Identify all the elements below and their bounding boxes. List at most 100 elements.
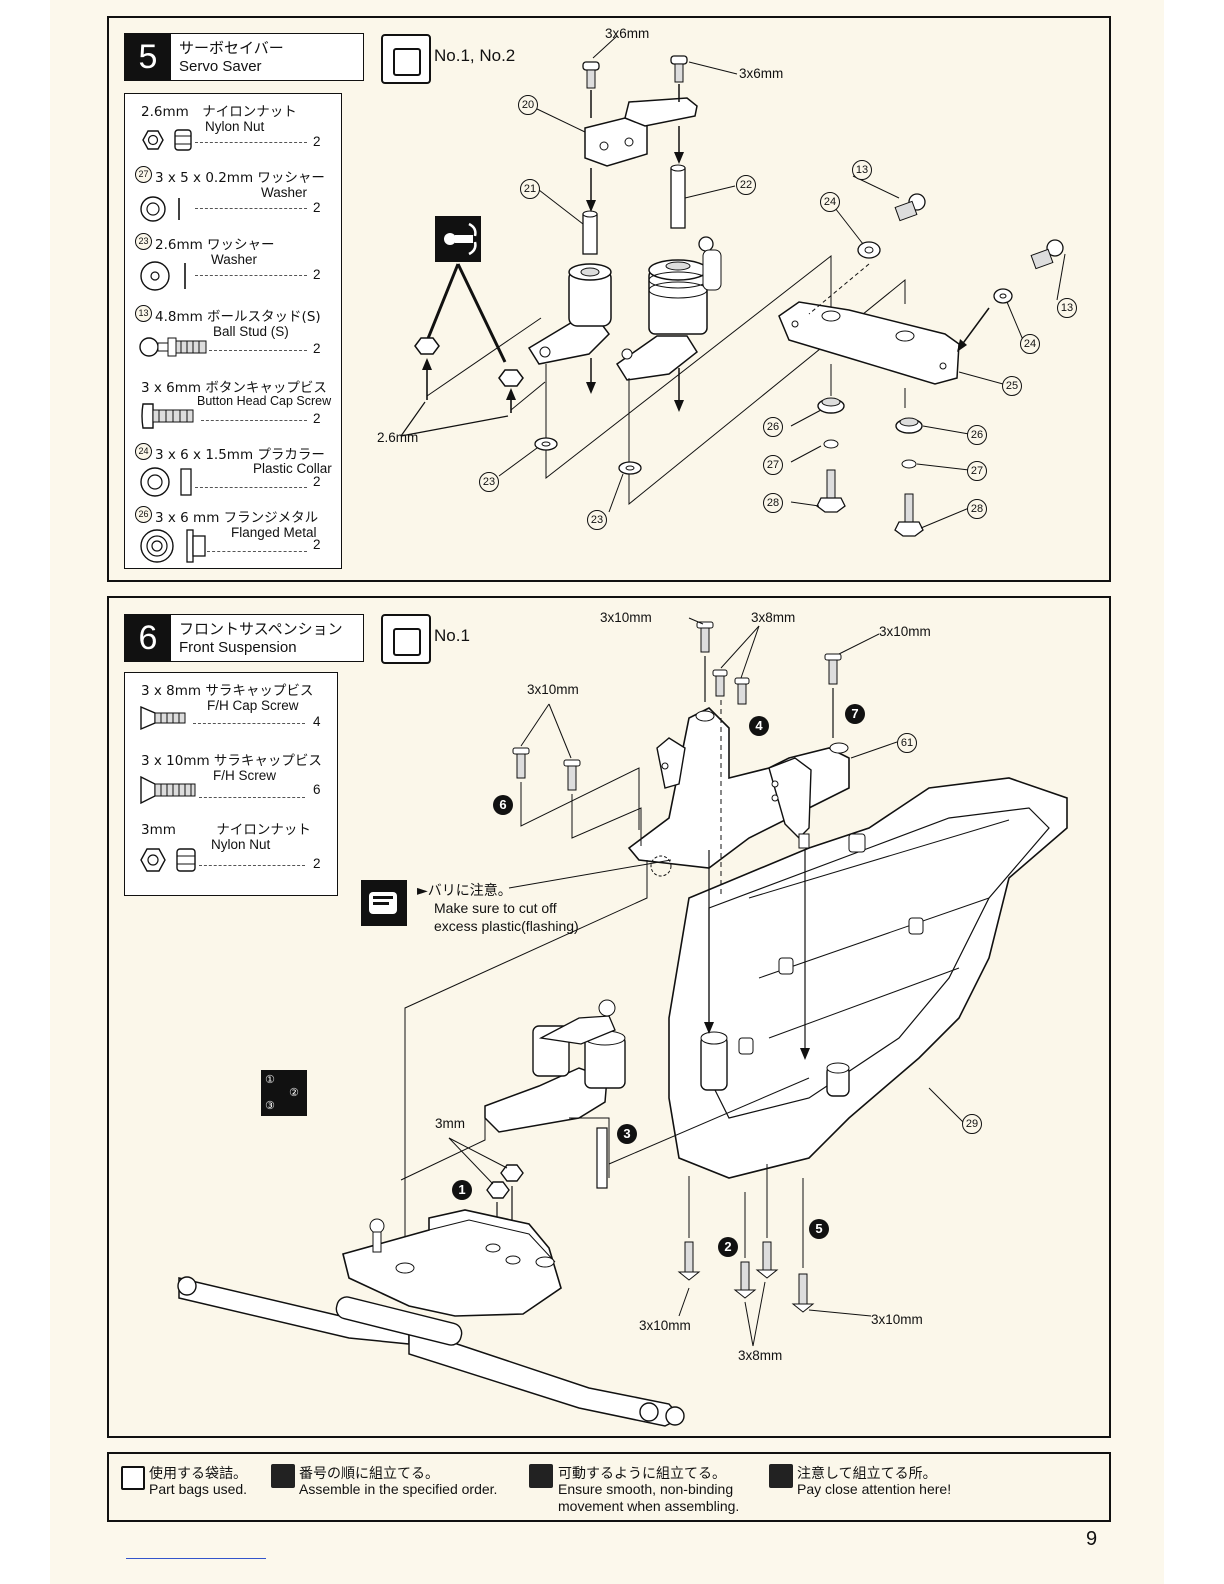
- callout-13: 13: [852, 160, 872, 180]
- order-mark-4: 4: [749, 716, 769, 736]
- part-qty: 2: [313, 341, 321, 356]
- flanged-metal-icon: [140, 529, 206, 563]
- part-qty: 2: [313, 200, 321, 215]
- part-qty: 2: [313, 267, 321, 282]
- leader: [209, 350, 307, 351]
- part-callout: 24: [135, 443, 152, 460]
- part-jp: 3 x 6 x 1.5mm プラカラー: [155, 447, 325, 463]
- order-icon-3: ③: [265, 1099, 275, 1112]
- screw-size-label: 3x10mm: [527, 682, 579, 697]
- caution-note-en: Make sure to cut off: [434, 900, 557, 916]
- order-icon-1: ①: [265, 1073, 275, 1086]
- leader: [199, 865, 305, 866]
- callout-25: 25: [1002, 376, 1022, 396]
- order-mark-1: 1: [452, 1180, 472, 1200]
- screw-size-label: 3x10mm: [600, 610, 652, 625]
- step6-exploded-diagram: [177, 617, 1068, 1427]
- part-qty: 2: [313, 537, 321, 552]
- step6-panel: 6 フロントサスペンション Front Suspension No.1 3 x …: [107, 596, 1111, 1438]
- fh-screw-icon: [140, 705, 186, 731]
- callout-61: 61: [897, 733, 917, 753]
- part-en: Nylon Nut: [205, 119, 265, 134]
- part-jp: 3 x 6mm ボタンキャップビス: [141, 380, 327, 396]
- part-jp: 3 x 8mm サラキャップビス: [141, 683, 314, 699]
- part-en: F/H Screw: [213, 768, 277, 783]
- callout-22: 22: [736, 175, 756, 195]
- page-number: 9: [1086, 1528, 1098, 1550]
- order-mark-2: 2: [718, 1237, 738, 1257]
- step6-number: 6: [125, 615, 171, 661]
- part-jp: 3 x 5 x 0.2mm ワッシャー: [155, 170, 325, 186]
- leader: [195, 208, 307, 209]
- washer-icon: [140, 261, 186, 291]
- screw-size-label: 3x10mm: [639, 1318, 691, 1333]
- callout-26: 26: [967, 425, 987, 445]
- part-jp: 2.6mm ナイロンナット: [141, 104, 297, 120]
- screw-size-label: 3x10mm: [879, 624, 931, 639]
- caution-note-jp: ►バリに注意。: [417, 883, 512, 899]
- nylon-nut-icon: [142, 129, 192, 151]
- step5-panel: 5 サーボセイバー Servo Saver No.1, No.2 2.6mm ナ…: [107, 16, 1111, 582]
- screw-size-label: 3x6mm: [739, 66, 784, 81]
- order-icon-2: ②: [289, 1086, 299, 1099]
- screw-size-label: 3x6mm: [605, 26, 650, 41]
- part-jp: 3 x 6 mm フランジメタル: [155, 510, 319, 526]
- legend-jp: 番号の順に組立てる。: [299, 1466, 439, 1482]
- footer-link-line: [126, 1558, 266, 1559]
- movement-icon: [529, 1464, 553, 1488]
- callout-23: 23: [587, 510, 607, 530]
- callout-20: 20: [518, 95, 538, 115]
- part-en: Washer: [211, 252, 258, 267]
- legend-panel: 使用する袋詰。 Part bags used. 番号の順に組立てる。 Assem…: [107, 1452, 1111, 1522]
- part-en: Flanged Metal: [231, 525, 317, 540]
- step6-bag-label: No.1: [434, 626, 470, 645]
- caution-note-en: excess plastic(flashing): [434, 918, 579, 934]
- caution-icon: [769, 1464, 793, 1488]
- step5-number: 5: [125, 34, 171, 80]
- part-qty: 2: [313, 474, 321, 489]
- step6-header: 6 フロントサスペンション Front Suspension: [124, 614, 364, 662]
- order-mark-5: 5: [809, 1219, 829, 1239]
- step5-title-en: Servo Saver: [179, 58, 262, 75]
- screw-size-label: 3x8mm: [738, 1348, 783, 1363]
- callout-29: 29: [962, 1114, 982, 1134]
- leader: [193, 723, 305, 724]
- order-mark-6: 6: [493, 795, 513, 815]
- legend-en: movement when assembling.: [558, 1498, 740, 1514]
- part-callout: 13: [135, 305, 152, 322]
- legend-jp: 可動するように組立てる。: [558, 1466, 726, 1482]
- leader: [201, 420, 307, 421]
- plastic-collar-icon: [140, 467, 192, 497]
- bag-icon: [381, 34, 431, 84]
- callout-28: 28: [763, 493, 783, 513]
- leader: [207, 551, 307, 552]
- part-qty: 6: [313, 782, 321, 797]
- part-jp: 4.8mm ボールスタッド(S): [155, 309, 321, 325]
- part-en: Washer: [261, 185, 308, 200]
- ball-stud-icon: [139, 337, 207, 357]
- part-qty: 2: [313, 411, 321, 426]
- nut-size-label: 3mm: [435, 1116, 465, 1131]
- part-callout: 27: [135, 166, 152, 183]
- order-mark-3: 3: [617, 1124, 637, 1144]
- fh-screw-icon: [140, 775, 196, 805]
- leader: [195, 487, 307, 488]
- part-en: Ball Stud (S): [213, 324, 289, 339]
- order-icon: [271, 1464, 295, 1488]
- step5-parts-list: 2.6mm ナイロンナット Nylon Nut 2 27 3 x 5 x 0.2…: [124, 93, 342, 569]
- part-en: Nylon Nut: [211, 837, 271, 852]
- leader: [199, 797, 305, 798]
- callout-27: 27: [763, 455, 783, 475]
- part-en: Button Head Cap Screw: [197, 394, 332, 408]
- leader: [195, 142, 307, 143]
- part-en: F/H Cap Screw: [207, 698, 299, 713]
- legend-en: Ensure smooth, non-binding: [558, 1481, 734, 1497]
- leader: [195, 275, 307, 276]
- callout-21: 21: [520, 179, 540, 199]
- bag-icon: [381, 614, 431, 664]
- part-callout: 26: [135, 506, 152, 523]
- washer-icon: [140, 196, 180, 222]
- legend-en: Pay close attention here!: [797, 1481, 952, 1497]
- legend-jp: 注意して組立てる所。: [797, 1466, 937, 1482]
- legend-en: Assemble in the specified order.: [299, 1481, 498, 1497]
